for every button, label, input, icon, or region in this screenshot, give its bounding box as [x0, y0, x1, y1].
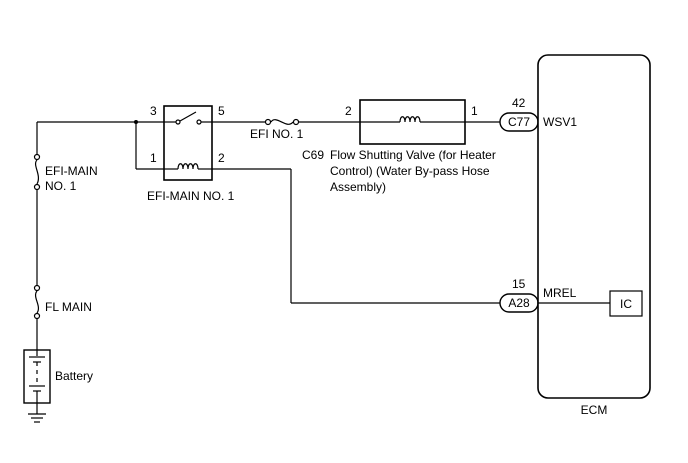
left-supply-wire — [36, 121, 164, 350]
ecm: WSV1 MREL IC ECM — [537, 54, 651, 417]
battery: Battery — [23, 349, 93, 404]
fl-main-fuse: FL MAIN — [33, 284, 92, 320]
relay-pin-5: 5 — [218, 104, 225, 118]
efi-main-fuse: EFI-MAIN NO. 1 — [33, 153, 98, 193]
efi-no1-fuse-label: EFI NO. 1 — [250, 127, 304, 141]
valve-pin-1: 1 — [471, 104, 478, 118]
connector-a28: A28 15 — [499, 277, 539, 313]
ground-symbol — [28, 403, 46, 423]
valve-name-line3: Assembly) — [330, 180, 386, 194]
mrel-wire — [212, 168, 500, 304]
relay-pin-1: 1 — [150, 151, 157, 165]
battery-label: Battery — [55, 369, 93, 383]
connector-c77: C77 42 — [499, 96, 539, 132]
valve-name-line1: Flow Shutting Valve (for Heater — [330, 148, 496, 162]
ecm-label: ECM — [581, 403, 608, 417]
relay-pin-2: 2 — [218, 151, 225, 165]
connector-a28-label: A28 — [508, 296, 530, 310]
connector-c77-label: C77 — [508, 115, 530, 129]
ic-label: IC — [620, 297, 632, 311]
connector-a28-pin: 15 — [512, 277, 526, 291]
flow-shutting-valve: 2 1 C69 Flow Shutting Valve (for Heater … — [302, 99, 500, 194]
efi-main-fuse-label-1: EFI-MAIN — [45, 164, 98, 178]
relay-label: EFI-MAIN NO. 1 — [147, 189, 235, 203]
valve-name-line2: Control) (Water By-pass Hose — [330, 164, 490, 178]
valve-code: C69 — [302, 148, 324, 162]
efi-no1-circuit: EFI NO. 1 — [212, 118, 360, 141]
efi-main-fuse-label-2: NO. 1 — [45, 179, 77, 193]
relay-pin-3: 3 — [150, 104, 157, 118]
relay-coil-feed — [134, 120, 164, 170]
valve-pin-2: 2 — [345, 104, 352, 118]
connector-c77-pin: 42 — [512, 96, 526, 110]
ecm-signal-mrel: MREL — [543, 286, 577, 300]
ecm-signal-wsv1: WSV1 — [543, 115, 577, 129]
fl-main-fuse-label: FL MAIN — [45, 300, 92, 314]
efi-main-relay: 3 5 1 2 EFI-MAIN NO. 1 — [147, 104, 235, 203]
